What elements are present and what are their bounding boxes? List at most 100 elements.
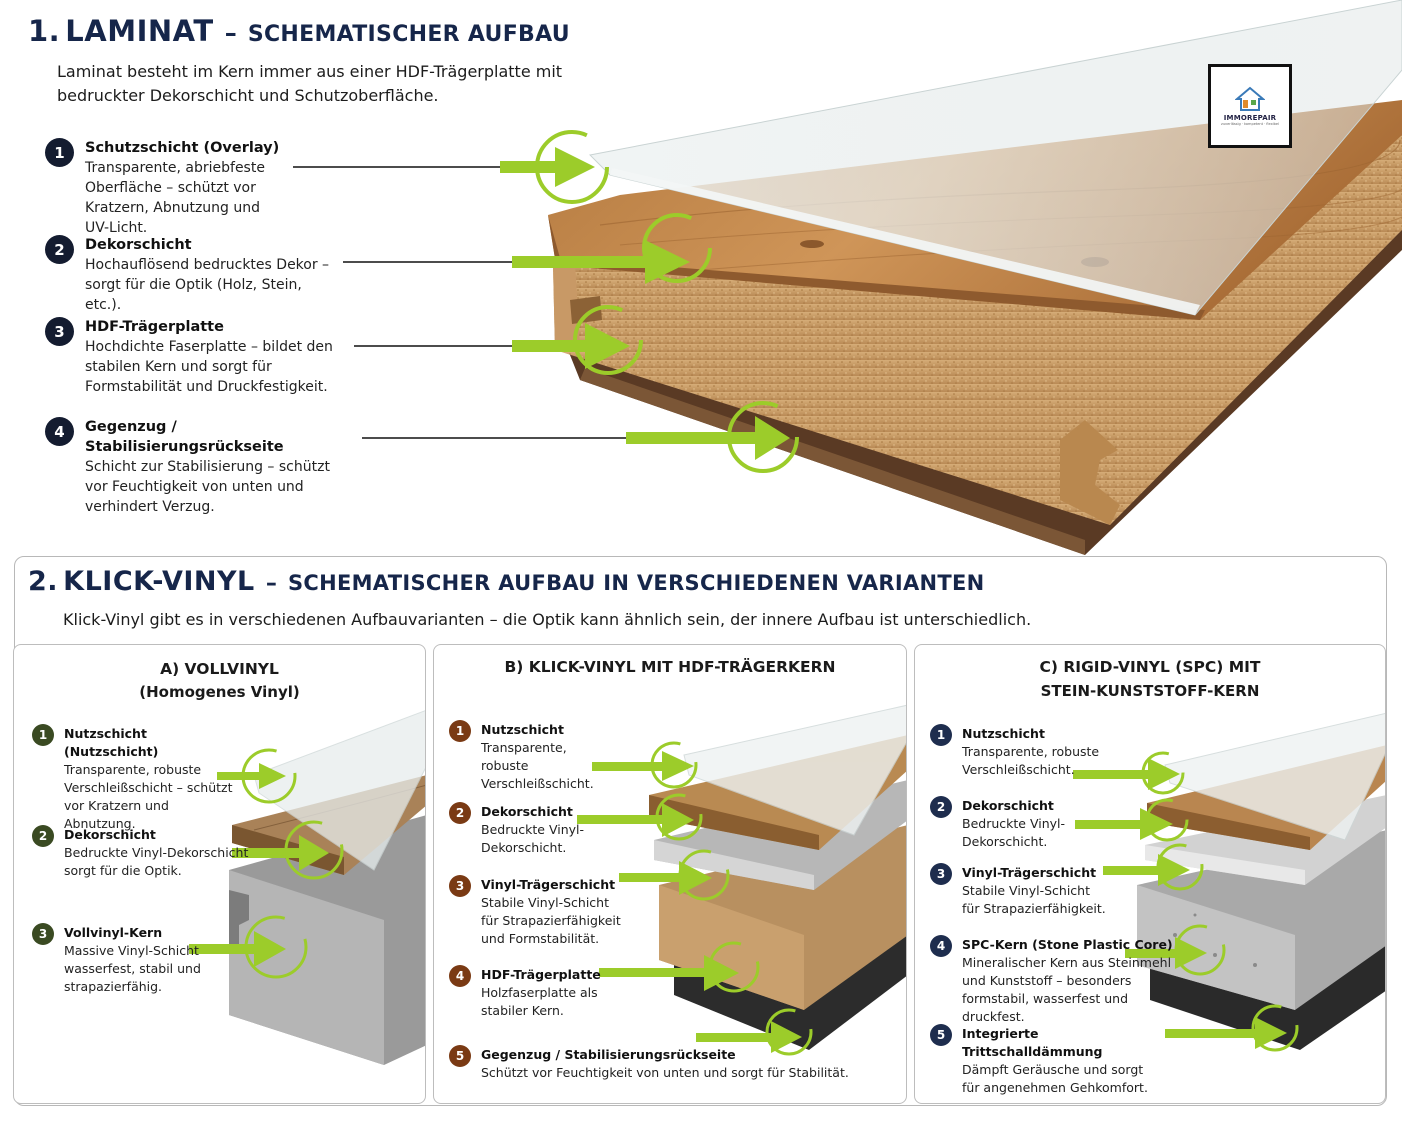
layer-description: Stabile Vinyl-Schicht für Strapazierfähi… — [481, 895, 621, 946]
panel-b-layer-4: 4 HDF-Trägerplatte Holzfaserplatte als s… — [449, 965, 609, 1020]
layer-number-badge: 2 — [449, 802, 471, 824]
arrow-hdf-traegerplatte-icon — [599, 941, 760, 993]
layer-description: Stabile Vinyl-Schicht für Strapazierfähi… — [962, 883, 1106, 916]
layer-description: Transparente, robuste Verschleißschicht … — [64, 762, 233, 831]
section1-number: 1. — [28, 14, 61, 48]
layer-title: Dekorschicht — [481, 804, 573, 819]
layer-number-badge: 3 — [32, 923, 54, 945]
layer-number-badge: 2 — [930, 796, 952, 818]
arrow-vinyl-traegerschicht-icon — [619, 849, 730, 901]
section2-separator: – — [265, 571, 277, 596]
panel-c-layer-3: 3 Vinyl-Trägerschicht Stabile Vinyl-Schi… — [930, 863, 1110, 918]
layer-description: Mineralischer Kern aus Steinmehl und Kun… — [962, 955, 1172, 1024]
panel-c-layer-1: 1 Nutzschicht Transparente, robuste Vers… — [930, 724, 1105, 779]
arrow-dekorschicht-icon — [232, 820, 344, 880]
vollvinyl-illustration — [189, 710, 425, 1065]
panel-c-layer-5: 5 Integrierte Trittschalldämmung Dämpft … — [930, 1024, 1160, 1097]
layer-title: SPC-Kern (Stone Plastic Core) — [962, 937, 1173, 952]
section2-number: 2. — [28, 566, 59, 597]
arrow-backing-icon — [626, 401, 799, 473]
section2-heading: 2. KLICK-VINYL – SCHEMATISCHER AUFBAU IN… — [28, 566, 985, 597]
layer-number-badge: 1 — [45, 138, 74, 167]
laminate-illustration — [293, 0, 1402, 555]
layer-number-badge: 5 — [449, 1045, 471, 1067]
layer-title: Vinyl-Trägerschicht — [481, 877, 616, 892]
layer-title: Vinyl-Trägerschicht — [962, 865, 1097, 880]
laminate-layer-4: 4 Gegenzug / Stabilisierungsrückseite Sc… — [45, 417, 375, 517]
layer-title: HDF-Trägerplatte — [481, 967, 601, 982]
laminate-layer-2: 2 Dekorschicht Hochauflösend bedrucktes … — [45, 235, 375, 315]
arrow-gegenzug-icon — [696, 1008, 813, 1056]
section1-heading: 1. LAMINAT – SCHEMATISCHER AUFBAU — [28, 14, 570, 48]
layer-title: Vollvinyl-Kern — [64, 925, 163, 940]
layer-description: Transparente, robuste Verschleißschicht. — [481, 740, 594, 791]
house-logo-icon — [1235, 86, 1265, 111]
arrow-trittschall-icon — [1165, 1004, 1299, 1052]
panel-a-layer-3: 3 Vollvinyl-Kern Massive Vinyl-Schicht w… — [32, 923, 207, 996]
panel-c-subtitle: STEIN-KUNSTSTOFF-KERN — [1040, 682, 1260, 700]
layer-number-badge: 4 — [45, 417, 74, 446]
layer-description: Hochauflösend bedrucktes Dekor – sorgt f… — [85, 257, 330, 313]
layer-number-badge: 4 — [449, 965, 471, 987]
section1-subtitle: SCHEMATISCHER AUFBAU — [247, 22, 570, 47]
layer-number-badge: 2 — [32, 825, 54, 847]
section2-subtitle: SCHEMATISCHER AUFBAU IN VERSCHIEDENEN VA… — [287, 571, 985, 595]
layer-description: Bedruckte Vinyl-Dekorschicht. — [962, 816, 1065, 849]
layer-title: Dekorschicht — [962, 798, 1054, 813]
arrow-vollvinyl-kern-icon — [189, 915, 308, 979]
layer-number-badge: 1 — [32, 724, 54, 746]
laminate-layer-1: 1 Schutzschicht (Overlay) Transparente, … — [45, 138, 375, 238]
layer-title: Integrierte Trittschalldämmung — [962, 1026, 1103, 1059]
panel-rigid-vinyl-spc: C) RIGID-VINYL (SPC) MIT STEIN-KUNSTSTOF… — [914, 644, 1386, 1104]
arrow-nutzschicht-icon — [217, 748, 297, 804]
arrow-vinyl-traegerschicht-icon — [1103, 843, 1204, 891]
layer-description: Schützt vor Feuchtigkeit von unten und s… — [481, 1065, 849, 1080]
panel-c-layer-4: 4 SPC-Kern (Stone Plastic Core) Minerali… — [930, 935, 1185, 1026]
panel-b-layer-5: 5 Gegenzug / Stabilisierungsrückseite Sc… — [449, 1045, 869, 1082]
panel-a-layer-2: 2 Dekorschicht Bedruckte Vinyl-Dekorschi… — [32, 825, 257, 880]
layer-description: Dämpft Geräusche und sorgt für angenehme… — [962, 1062, 1148, 1095]
arrow-decor-icon — [512, 213, 712, 284]
layer-number-badge: 1 — [930, 724, 952, 746]
laminate-layer-3: 3 HDF-Trägerplatte Hochdichte Faserplatt… — [45, 317, 375, 397]
logo-brand: IMMOREPAIR — [1223, 114, 1277, 122]
panel-vollvinyl: A) VOLLVINYL (Homogenes Vinyl) 1 Nutzsch… — [13, 644, 426, 1104]
panel-b-title: B) KLICK-VINYL MIT HDF-TRÄGERKERN — [504, 658, 836, 676]
panel-b-layer-3: 3 Vinyl-Trägerschicht Stabile Vinyl-Schi… — [449, 875, 629, 948]
layer-title: Nutzschicht — [481, 722, 564, 737]
arrow-overlay-icon — [500, 130, 609, 204]
layer-title: Dekorschicht — [64, 827, 156, 842]
company-logo: IMMOREPAIR zuverlässig · kompetent · fle… — [1208, 64, 1292, 148]
layer-number-badge: 1 — [449, 720, 471, 742]
layer-description: Schicht zur Stabilisierung – schützt vor… — [85, 459, 330, 515]
klick-vinyl-hdf-illustration — [577, 704, 906, 1056]
layer-title: Dekorschicht — [85, 237, 192, 253]
layer-number-badge: 3 — [930, 863, 952, 885]
layer-number-badge: 2 — [45, 235, 74, 264]
layer-description: Bedruckte Vinyl-Dekorschicht sorgt für d… — [64, 845, 249, 878]
panel-c-title: C) RIGID-VINYL (SPC) MIT — [1039, 658, 1261, 676]
layer-description: Bedruckte Vinyl-Dekorschicht. — [481, 822, 584, 855]
panel-a-layer-1: 1 Nutzschicht (Nutzschicht) Transparente… — [32, 724, 242, 833]
panel-a-title: A) VOLLVINYL — [160, 660, 279, 678]
layer-number-badge: 3 — [45, 317, 74, 346]
layer-description: Massive Vinyl-Schicht wasserfest, stabil… — [64, 943, 201, 994]
layer-description: Transparente, abriebfeste Oberfläche – s… — [85, 160, 265, 236]
arrow-dekorschicht-icon — [1075, 798, 1189, 842]
layer-number-badge: 4 — [930, 935, 952, 957]
layer-title: Schutzschicht (Overlay) — [85, 140, 280, 156]
layer-description: Transparente, robuste Verschleißschicht. — [962, 744, 1100, 777]
arrow-hdf-icon — [512, 305, 643, 375]
layer-description: Holzfaserplatte als stabiler Kern. — [481, 985, 598, 1018]
layer-title: Nutzschicht (Nutzschicht) — [64, 726, 159, 759]
panel-klick-vinyl-hdf: B) KLICK-VINYL MIT HDF-TRÄGERKERN 1 Nutz… — [433, 644, 907, 1104]
section1-separator: – — [224, 19, 237, 47]
section1-intro: Laminat besteht im Kern immer aus einer … — [57, 62, 563, 105]
section1-title: LAMINAT — [65, 14, 214, 48]
panel-c-layer-2: 2 Dekorschicht Bedruckte Vinyl-Dekorschi… — [930, 796, 1080, 851]
layer-title: Gegenzug / Stabilisierungsrückseite — [481, 1047, 736, 1062]
layer-number-badge: 3 — [449, 875, 471, 897]
arrow-nutzschicht-icon — [592, 741, 698, 789]
section2-title: KLICK-VINYL — [63, 566, 255, 597]
panel-b-layer-1: 1 Nutzschicht Transparente, robuste Vers… — [449, 720, 614, 793]
